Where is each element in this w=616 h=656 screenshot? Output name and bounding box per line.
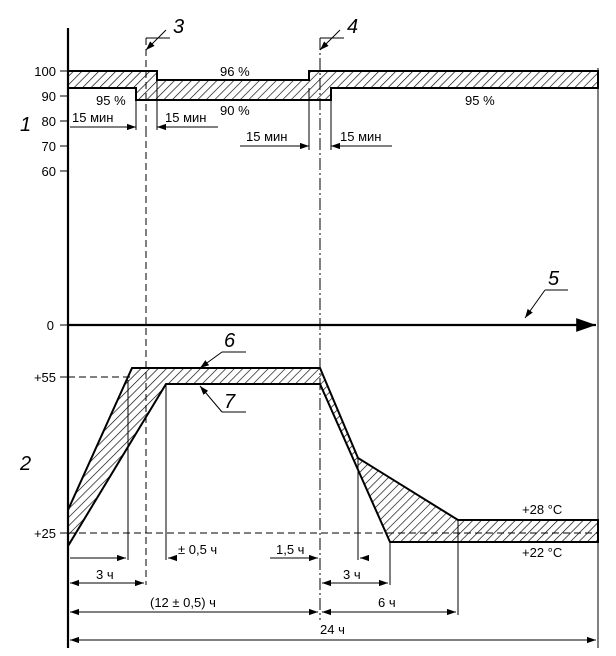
humidity-left-label: 95 % — [96, 93, 126, 108]
humidity-middle-bottom-label: 90 % — [220, 103, 250, 118]
callout-3: 3 — [173, 16, 184, 38]
callout-6: 6 — [224, 330, 236, 352]
time-label-3h-a: 3 ч — [96, 567, 114, 582]
callout-7: 7 — [224, 391, 236, 413]
tick-70: 70 — [42, 139, 56, 154]
duration-label-b2: 15 мин — [340, 129, 381, 144]
tick-plus25: +25 — [34, 526, 56, 541]
axis-number-2: 2 — [19, 453, 31, 475]
axis-number-1: 1 — [20, 114, 31, 136]
time-label-3h-b: 3 ч — [343, 567, 361, 582]
callout-7-leader — [199, 385, 223, 413]
tick-80: 80 — [42, 114, 56, 129]
duration-label-b1: 15 мин — [246, 129, 287, 144]
callout-4-leader — [319, 29, 341, 51]
temp-lower-label: +22 °C — [522, 545, 562, 560]
tick-100: 100 — [34, 64, 56, 79]
humidity-right-label: 95 % — [465, 93, 495, 108]
humidity-middle-top-label: 96 % — [220, 64, 250, 79]
time-label-12h: (12 ± 0,5) ч — [150, 595, 216, 610]
callout-5-leader — [524, 289, 546, 319]
tick-90: 90 — [42, 89, 56, 104]
callout-3-leader — [145, 29, 167, 51]
callout-4: 4 — [347, 16, 358, 38]
temp-upper-label: +28 °C — [522, 502, 562, 517]
tick-zero: 0 — [47, 318, 54, 333]
tick-plus55: +55 — [34, 370, 56, 385]
humidity-ticks — [60, 70, 68, 326]
tick-60: 60 — [42, 164, 56, 179]
time-label-6h: 6 ч — [378, 595, 396, 610]
callout-6-leader — [199, 351, 223, 369]
humidity-band — [67, 70, 599, 101]
callout-5: 5 — [548, 268, 560, 290]
duration-label-a2: 15 мин — [165, 110, 206, 125]
time-label-0-5h: ± 0,5 ч — [178, 542, 217, 557]
temperature-band — [67, 367, 599, 550]
time-label-24h: 24 ч — [320, 622, 345, 637]
time-label-1-5h: 1,5 ч — [276, 542, 304, 557]
duration-label-a1: 15 мин — [72, 110, 113, 125]
